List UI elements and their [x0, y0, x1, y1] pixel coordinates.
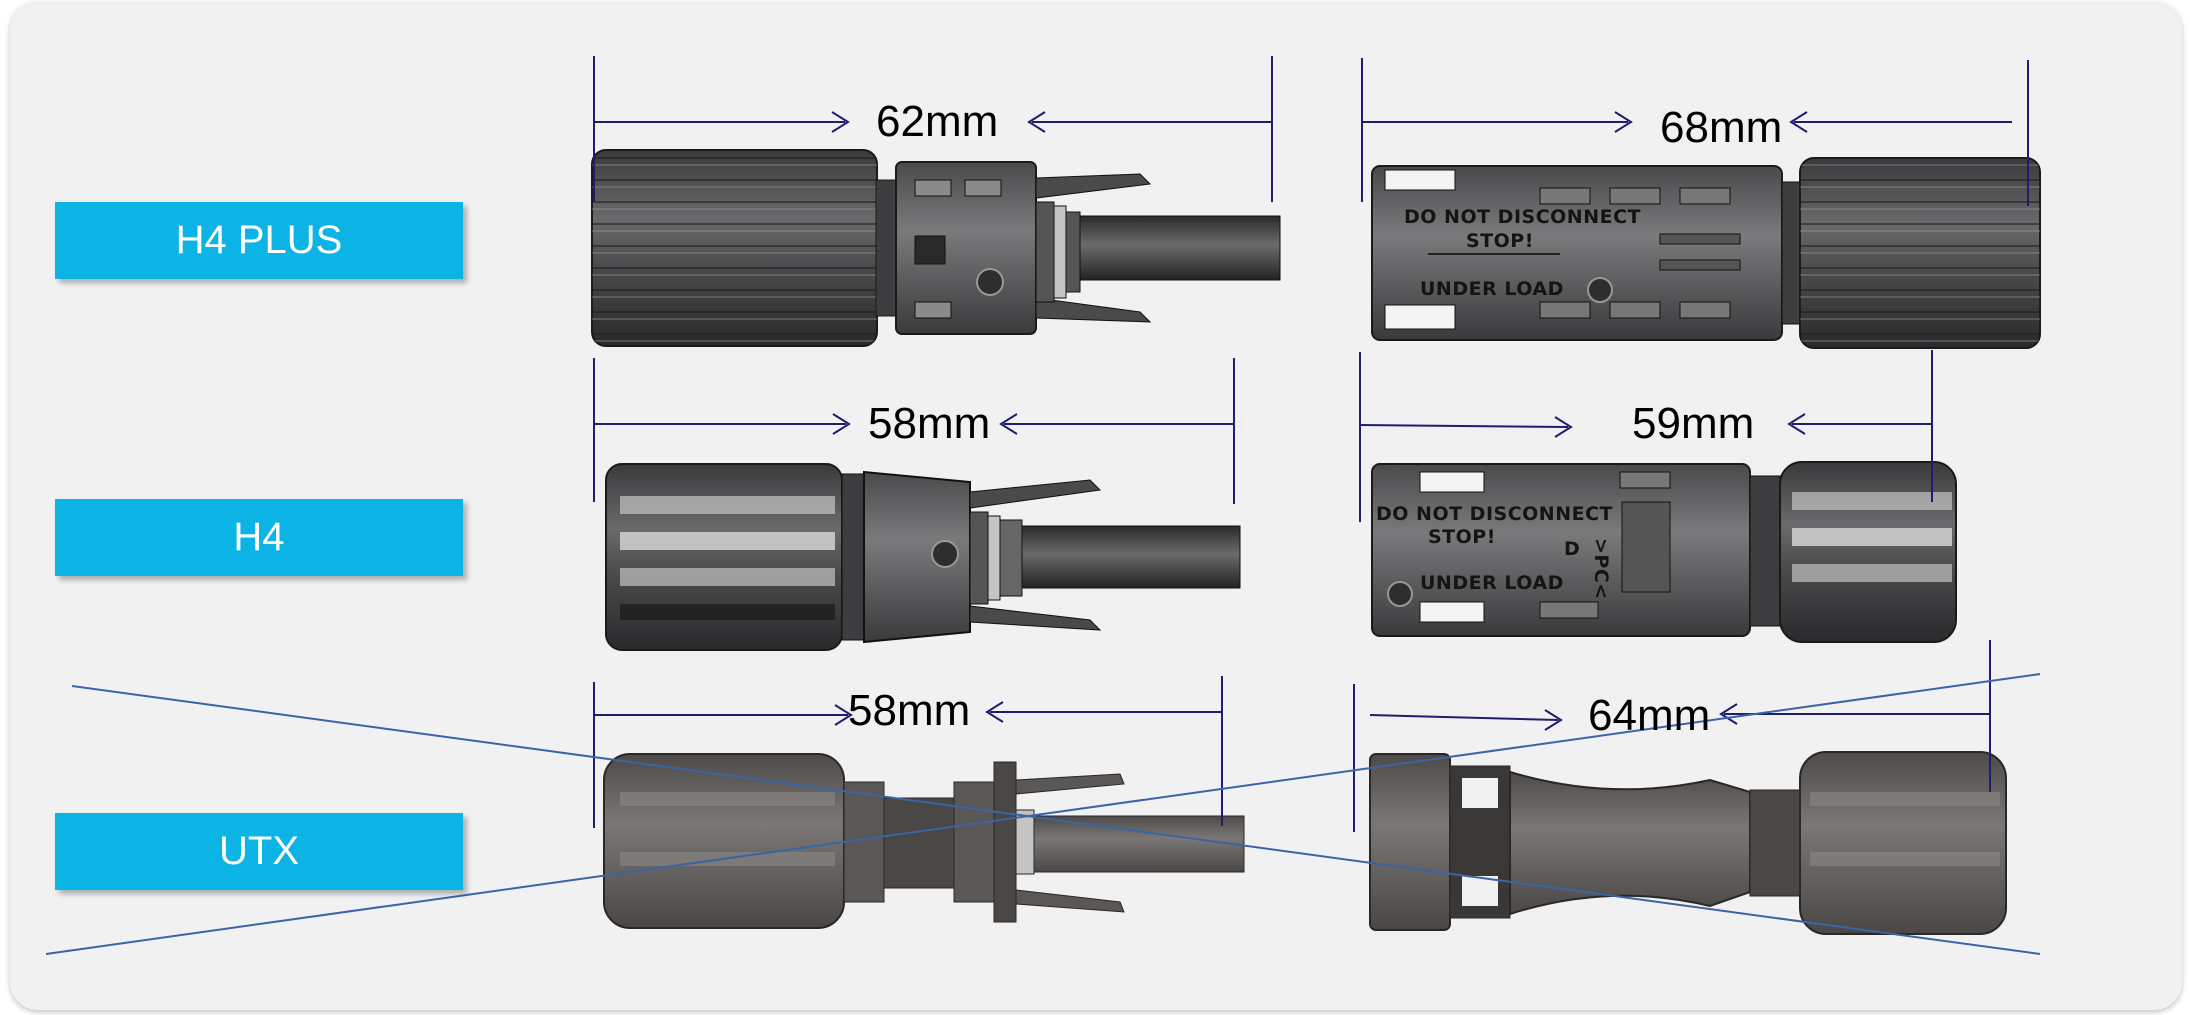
dim-h4-female: 59mm: [1632, 399, 1755, 448]
label-h4-plus: H4 PLUS: [55, 202, 463, 279]
label-h4: H4: [55, 499, 463, 576]
dim-utx-female: 64mm: [1588, 691, 1711, 740]
utx-male-connector: [603, 753, 1245, 929]
h4plus-male-connector: [591, 149, 1281, 347]
dim-h4plus-female: 68mm: [1660, 103, 1783, 152]
h4plus-imprint-line2: STOP!: [1466, 230, 1534, 252]
h4-imprint-line2: STOP!: [1428, 526, 1496, 548]
label-utx: UTX: [55, 813, 463, 890]
utx-female-connector: [1369, 751, 2007, 935]
utx-strike-lines: [45, 673, 2041, 955]
h4-imprint-pc: >PC<: [1590, 538, 1612, 600]
h4-imprint-line1: DO NOT DISCONNECT: [1376, 503, 1613, 525]
h4-female-connector: [1371, 461, 1957, 643]
dim-h4plus-male: 62mm: [876, 97, 999, 146]
h4plus-imprint-line1: DO NOT DISCONNECT: [1404, 206, 1641, 228]
h4-male-connector: [605, 463, 1241, 651]
dim-utx-male: 58mm: [848, 686, 971, 735]
h4-imprint-d: D: [1564, 538, 1581, 560]
h4-imprint-line3: UNDER LOAD: [1420, 572, 1564, 594]
h4plus-imprint-line3: UNDER LOAD: [1420, 278, 1564, 300]
dimension-lines: [593, 56, 2029, 832]
dim-h4-male: 58mm: [868, 399, 991, 448]
diagram-panel: H4 PLUS H4 UTX: [10, 2, 2182, 1010]
connector-illustrations: [45, 56, 2041, 955]
h4plus-female-connector: [1371, 157, 2041, 349]
